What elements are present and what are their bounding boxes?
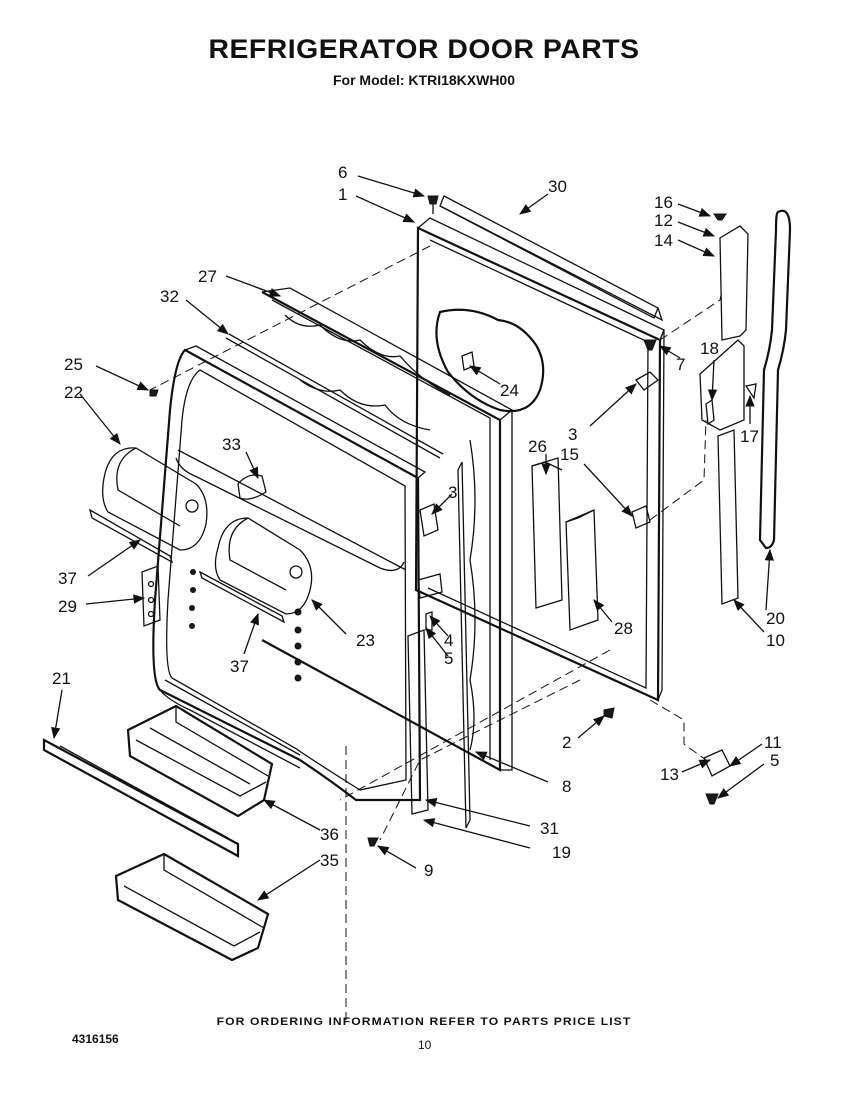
breaker-strip-top [225,333,444,459]
label-18: 18 [700,339,719,358]
ordering-note: FOR ORDERING INFORMATION REFER TO PARTS … [216,1016,632,1028]
hinge-pin-rod [717,429,739,605]
label-35: 35 [320,851,339,870]
label-5-right: 5 [770,751,779,770]
label-32: 32 [160,287,179,306]
label-15: 15 [560,445,579,464]
door-bin-lower [114,852,270,962]
door-liner [152,345,427,802]
label-22: 22 [64,383,83,402]
label-10: 10 [766,631,785,650]
label-9: 9 [424,861,433,880]
label-16: 16 [654,193,673,212]
outer-door-panel [414,217,665,702]
label-3-right: 3 [568,425,577,444]
label-29: 29 [58,597,77,616]
page-title: REFRIGERATOR DOOR PARTS [208,34,640,64]
label-37-middle: 37 [230,657,249,676]
label-12: 12 [654,211,673,230]
insulation-block-left [531,457,563,609]
label-17: 17 [740,427,759,446]
label-13: 13 [660,765,679,784]
label-26: 26 [528,437,547,456]
side-gasket-strip [407,461,471,829]
top-shelf-bin [88,447,208,564]
label-8: 8 [562,777,571,796]
page-number: 10 [418,1038,432,1052]
label-5-left: 5 [444,649,453,668]
label-27: 27 [198,267,217,286]
label-2: 2 [562,733,571,752]
label-7: 7 [676,355,685,374]
insulation-block-right [565,509,599,631]
label-14: 14 [654,231,673,250]
model-line: For Model: KTRI18KXWH00 [332,72,515,88]
label-37-left: 37 [58,569,77,588]
top-trim-strip [439,195,664,322]
alignment-lines [149,245,723,1020]
label-20: 20 [766,609,785,628]
long-side-seal [758,209,792,550]
label-11: 11 [764,733,782,752]
screws-and-plugs [149,195,757,847]
label-23: 23 [356,631,375,650]
label-28: 28 [614,619,633,638]
label-33: 33 [222,435,241,454]
part-labels: 6 1 30 16 12 14 27 32 25 22 24 7 18 3 17… [52,163,785,880]
label-36: 36 [320,825,339,844]
label-21: 21 [52,669,71,688]
label-30: 30 [548,177,567,196]
bottom-hinge [703,749,731,777]
door-gasket [261,287,514,772]
label-24: 24 [500,381,519,400]
label-3-left: 3 [448,483,457,502]
leader-lines [51,175,774,901]
label-25: 25 [64,355,83,374]
label-31: 31 [540,819,559,838]
shelf-clip [141,565,161,627]
label-19: 19 [552,843,571,862]
label-6: 6 [338,163,347,182]
document-number: 4316156 [72,1032,119,1046]
label-1: 1 [338,185,347,204]
label-4: 4 [444,631,453,650]
bottom-trim-strip [42,738,240,858]
middle-shelf-bin [198,517,313,624]
hinge-bracket-top [699,225,749,431]
